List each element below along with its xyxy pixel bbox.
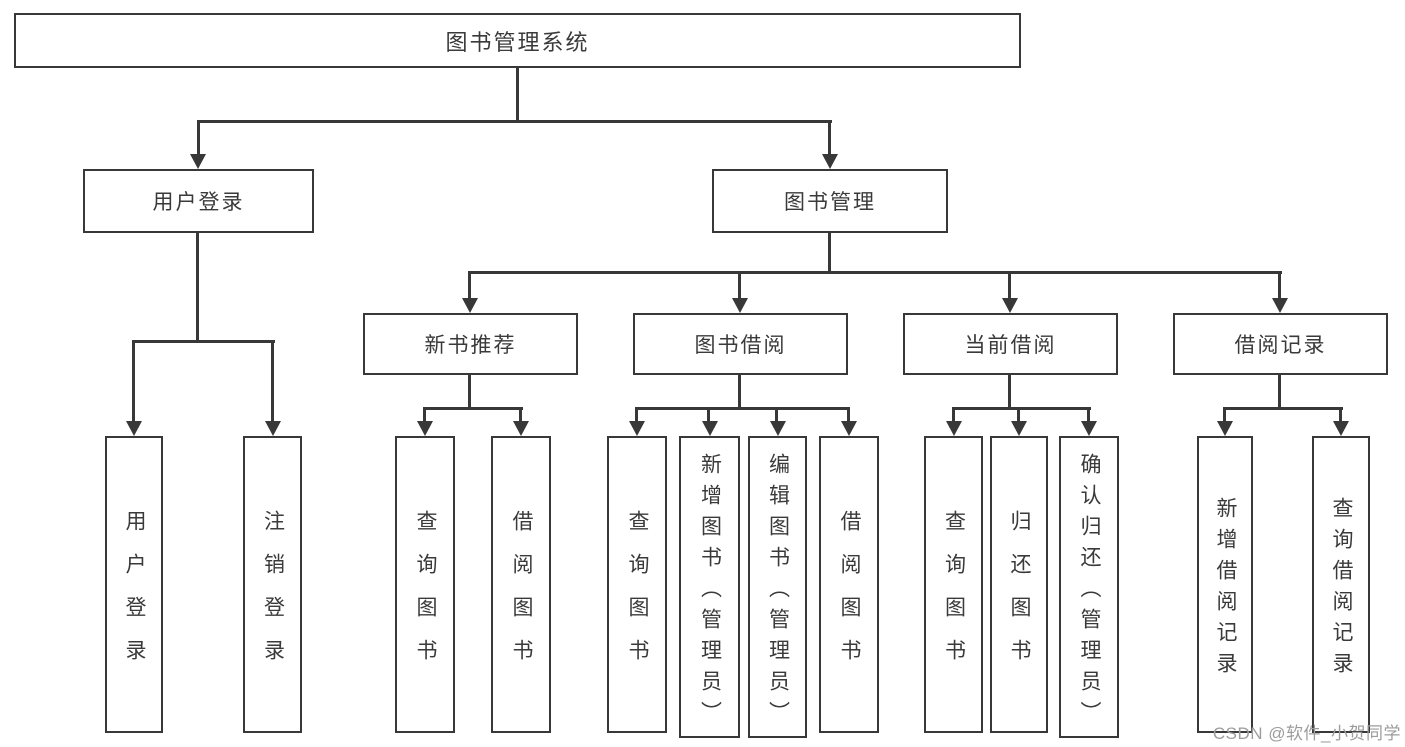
node-borrow-records-label: 借阅记录 (1234, 334, 1327, 357)
connector-leaf-shaft (707, 407, 710, 421)
node-new-book-recommend: 新书推荐 (363, 313, 578, 375)
leaf-borrow-books-recommend: 借阅图书 (491, 436, 551, 733)
leaf-edit-books-admin: 编辑图书（管理员） (748, 436, 807, 738)
leaf-logout-label: 注销登录 (261, 509, 285, 682)
leaf-user-login: 用户登录 (105, 436, 163, 733)
arrowhead-icon (1333, 421, 1349, 436)
arrowhead-icon (946, 421, 962, 436)
connector-to-book-management (828, 120, 831, 154)
arrowhead-icon (629, 421, 645, 436)
node-book-borrow: 图书借阅 (633, 313, 848, 375)
connector-leaf-shaft (775, 407, 778, 421)
leaf-return-books: 归还图书 (990, 436, 1048, 733)
leaf-query-books-recommend-label: 查询图书 (414, 509, 437, 682)
arrowhead-icon (265, 421, 281, 436)
arrowhead-icon (513, 421, 529, 436)
connector-to-user-login (197, 120, 200, 154)
connector-leaf-shaft (1087, 407, 1090, 421)
arrowhead-icon (190, 154, 206, 169)
connector-book-borrow-stem (738, 375, 741, 407)
connector-borrow-records-rail (1223, 407, 1343, 410)
leaf-query-books-current: 查询图书 (924, 436, 983, 733)
arrowhead-icon (841, 421, 857, 436)
arrowhead-icon (1217, 421, 1233, 436)
node-borrow-records: 借阅记录 (1173, 313, 1388, 375)
connector-level3-rail (468, 271, 1282, 274)
leaf-add-books-admin: 新增图书（管理员） (679, 436, 740, 738)
leaf-query-books-borrow-label: 查询图书 (626, 509, 649, 682)
leaf-query-books-current-label: 查询图书 (942, 509, 966, 682)
node-root-label: 图书管理系统 (445, 29, 590, 55)
connector-book-borrow-rail (635, 407, 850, 410)
arrowhead-icon (822, 154, 838, 169)
leaf-add-borrow-record-label: 新增借阅记录 (1214, 496, 1237, 683)
arrowhead-icon (126, 421, 142, 436)
leaf-borrow-books: 借阅图书 (819, 436, 879, 733)
connector-leaf-shaft (519, 407, 522, 421)
leaf-query-borrow-record: 查询借阅记录 (1312, 436, 1370, 733)
arrowhead-icon (1011, 421, 1027, 436)
connector-to-leaf-user-login (132, 340, 135, 421)
arrowhead-icon (1272, 298, 1288, 313)
arrowhead-icon (417, 421, 433, 436)
connector-current-borrow-stem (1008, 375, 1011, 407)
connector-leaf-shaft (847, 407, 850, 421)
connector-book-management-stem (828, 233, 831, 271)
node-current-borrow-label: 当前借阅 (964, 334, 1057, 357)
arrowhead-icon (1002, 298, 1018, 313)
node-new-book-recommend-label: 新书推荐 (424, 334, 517, 357)
connector-borrow-records-stem (1278, 375, 1281, 407)
connector-user-login-rail (132, 340, 275, 343)
connector-leaf-shaft (423, 407, 426, 421)
arrowhead-icon (1081, 421, 1097, 436)
node-book-borrow-label: 图书借阅 (694, 334, 787, 357)
connector-leaf-shaft (952, 407, 955, 421)
connector-root-stem (516, 68, 519, 120)
connector-level1-rail (197, 120, 832, 123)
connector-leaf-shaft (635, 407, 638, 421)
node-current-borrow: 当前借阅 (903, 313, 1118, 375)
leaf-borrow-books-label: 借阅图书 (838, 509, 861, 682)
leaf-return-books-label: 归还图书 (1008, 509, 1031, 682)
connector-to-leaf-logout (271, 340, 274, 421)
leaf-confirm-return-admin: 确认归还（管理员） (1059, 436, 1119, 738)
node-user-login-label: 用户登录 (152, 191, 245, 214)
leaf-user-login-label: 用户登录 (123, 509, 146, 682)
leaf-query-borrow-record-label: 查询借阅记录 (1330, 496, 1353, 683)
connector-leaf-shaft (1017, 407, 1020, 421)
arrowhead-icon (462, 298, 478, 313)
connector-leaf-shaft (1339, 407, 1342, 421)
watermark-text: CSDN @软件_小贺同学 (1212, 724, 1401, 743)
connector-to-new-book-recommend (468, 271, 471, 298)
leaf-confirm-return-admin-label: 确认归还（管理员） (1078, 452, 1101, 732)
leaf-edit-books-admin-label: 编辑图书（管理员） (766, 452, 790, 732)
arrowhead-icon (702, 421, 718, 436)
connector-to-book-borrow (738, 271, 741, 298)
connector-to-current-borrow (1008, 271, 1011, 298)
leaf-query-books-recommend: 查询图书 (395, 436, 455, 733)
connector-user-login-stem (196, 233, 199, 340)
leaf-add-borrow-record: 新增借阅记录 (1197, 436, 1253, 733)
node-book-management: 图书管理 (712, 169, 948, 233)
node-book-management-label: 图书管理 (784, 191, 876, 214)
connector-current-borrow-rail (952, 407, 1091, 410)
node-user-login: 用户登录 (83, 169, 314, 233)
leaf-logout: 注销登录 (243, 436, 302, 733)
leaf-query-books-borrow: 查询图书 (607, 436, 667, 733)
connector-new-book-recommend-stem (468, 375, 471, 407)
connector-new-book-recommend-rail (423, 407, 523, 410)
leaf-add-books-admin-label: 新增图书（管理员） (698, 452, 722, 732)
arrowhead-icon (770, 421, 786, 436)
arrowhead-icon (732, 298, 748, 313)
leaf-borrow-books-recommend-label: 借阅图书 (510, 509, 533, 682)
node-root: 图书管理系统 (14, 13, 1021, 68)
connector-to-borrow-records (1278, 271, 1281, 298)
connector-leaf-shaft (1223, 407, 1226, 421)
